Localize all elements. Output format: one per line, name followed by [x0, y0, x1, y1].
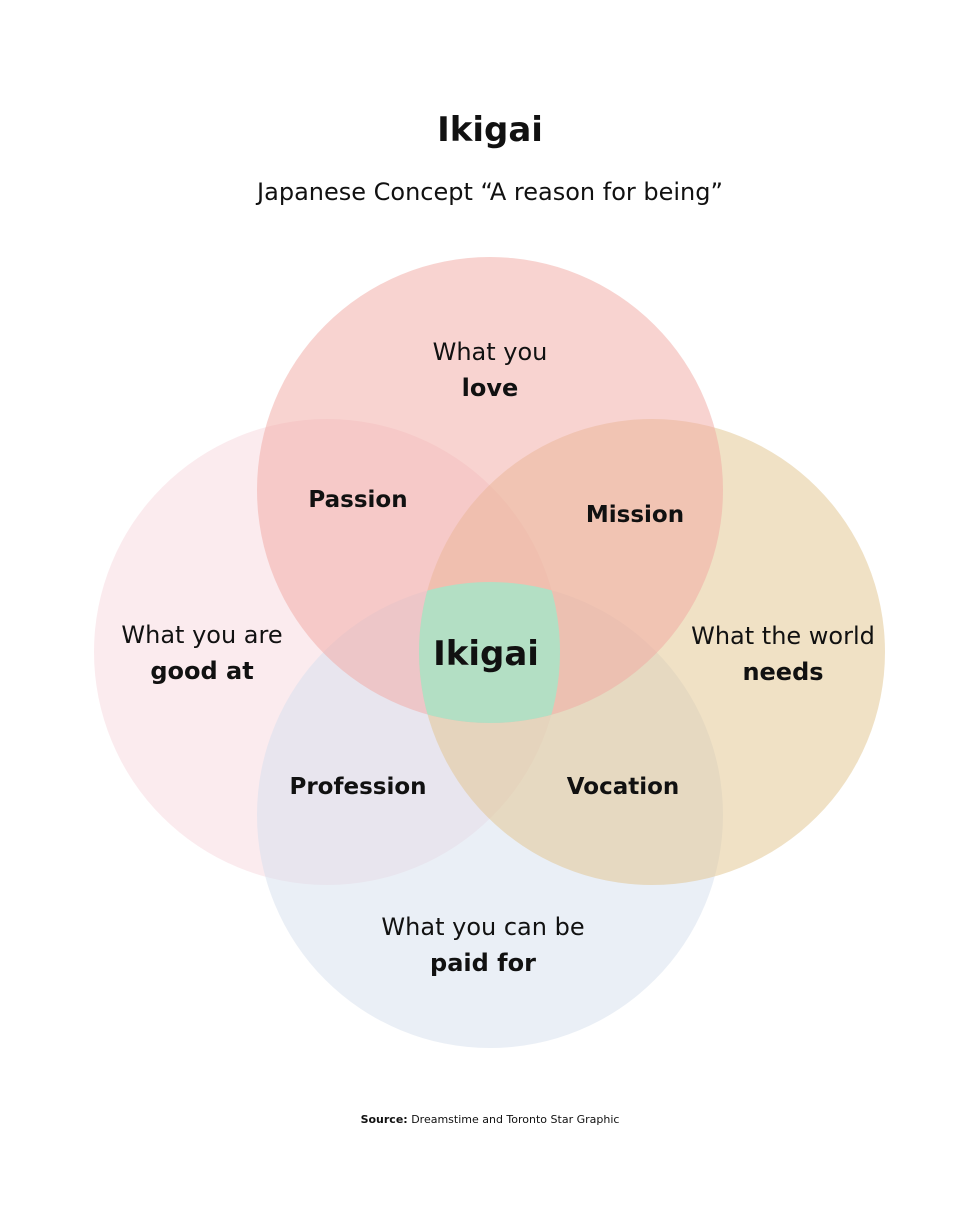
- circle-love: [257, 257, 723, 723]
- label-emphasis: love: [461, 374, 519, 402]
- label-emphasis: paid for: [430, 949, 536, 977]
- label-line: What you: [432, 338, 548, 366]
- label-line: What you are: [121, 621, 283, 649]
- label-emphasis: good at: [150, 657, 254, 685]
- label-what-you-love: What you love: [370, 334, 610, 406]
- label-emphasis: needs: [742, 658, 824, 686]
- overlap-profession: Profession: [289, 774, 427, 800]
- source-credit: Source: Dreamstime and Toronto Star Grap…: [0, 1112, 980, 1128]
- label-line: What the world: [691, 622, 875, 650]
- source-text: Dreamstime and Toronto Star Graphic: [411, 1113, 620, 1126]
- overlap-vocation: Vocation: [566, 774, 680, 800]
- center-label-ikigai: Ikigai: [433, 634, 539, 674]
- label-what-the-world-needs: What the world needs: [668, 618, 898, 690]
- source-label: Source:: [360, 1113, 408, 1126]
- label-line: What you can be: [381, 913, 585, 941]
- overlap-passion: Passion: [308, 487, 408, 513]
- label-what-you-can-be-paid-for: What you can be paid for: [358, 909, 608, 981]
- label-what-you-are-good-at: What you are good at: [92, 617, 312, 689]
- diagram-title: Ikigai: [437, 110, 543, 150]
- overlap-mission: Mission: [585, 502, 685, 528]
- diagram-subtitle: Japanese Concept “A reason for being”: [257, 178, 723, 206]
